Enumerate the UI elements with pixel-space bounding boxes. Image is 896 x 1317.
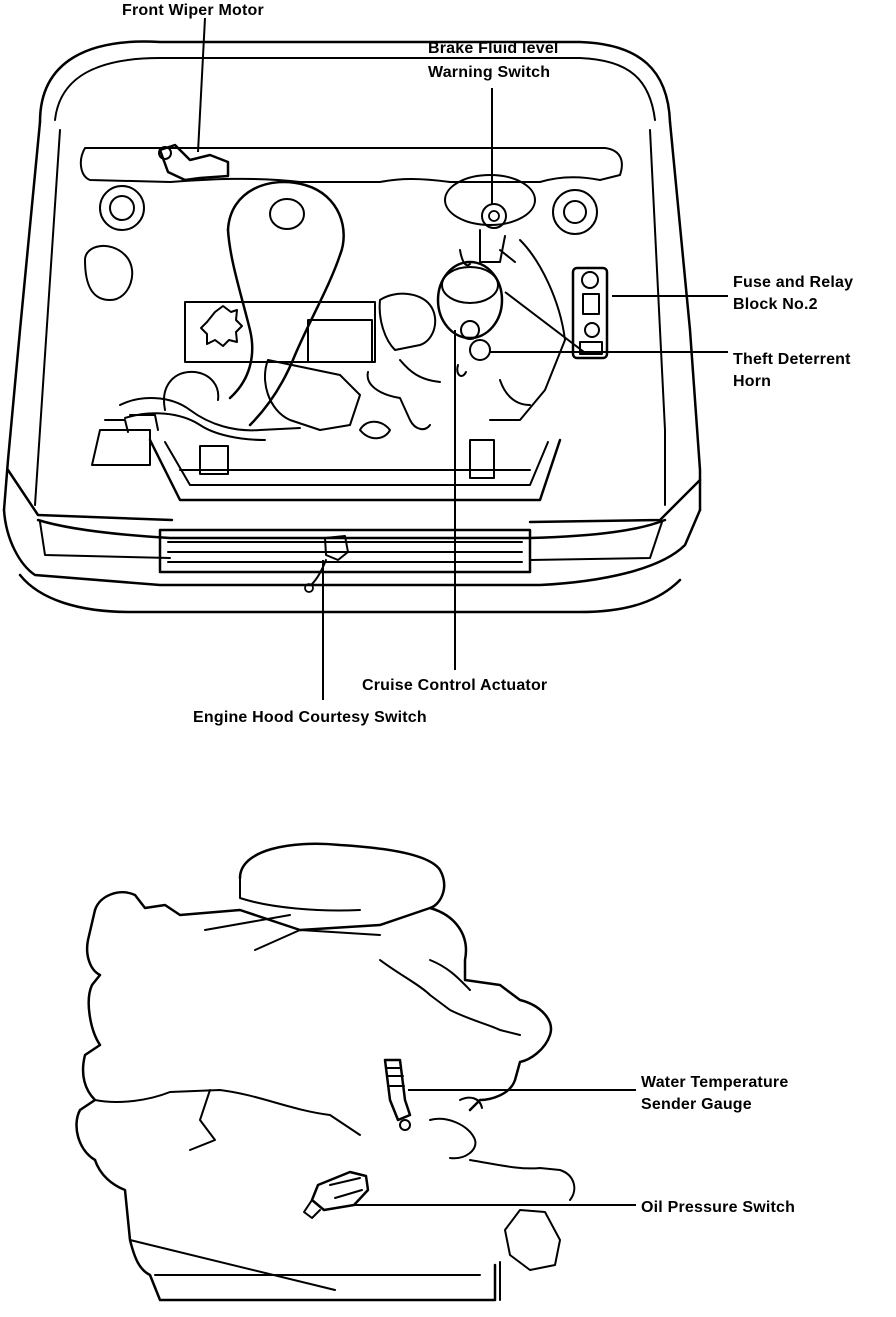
label-fuse-relay-line2: Block No.2 xyxy=(733,296,818,313)
label-fuse-relay-line1: Fuse and Relay xyxy=(733,274,854,291)
label-brake-fluid-level-line1: Brake Fluid level xyxy=(428,40,559,57)
engine-compartment-illustration xyxy=(2,17,728,700)
label-water-temp-line1: Water Temperature xyxy=(641,1074,789,1091)
label-brake-fluid-level-line2: Warning Switch xyxy=(428,64,551,81)
leader-front-wiper-motor xyxy=(197,17,206,153)
label-oil-pressure-switch: Oil Pressure Switch xyxy=(641,1199,796,1216)
label-theft-deterrent-line2: Horn xyxy=(733,373,772,390)
label-front-wiper-motor: Front Wiper Motor xyxy=(122,2,264,19)
label-engine-hood-courtesy-switch: Engine Hood Courtesy Switch xyxy=(193,709,427,726)
label-theft-deterrent-line1: Theft Deterrent xyxy=(733,351,851,368)
engine-side-illustration xyxy=(75,842,636,1302)
label-water-temp-line2: Sender Gauge xyxy=(641,1096,752,1113)
label-cruise-control-actuator: Cruise Control Actuator xyxy=(362,677,548,694)
